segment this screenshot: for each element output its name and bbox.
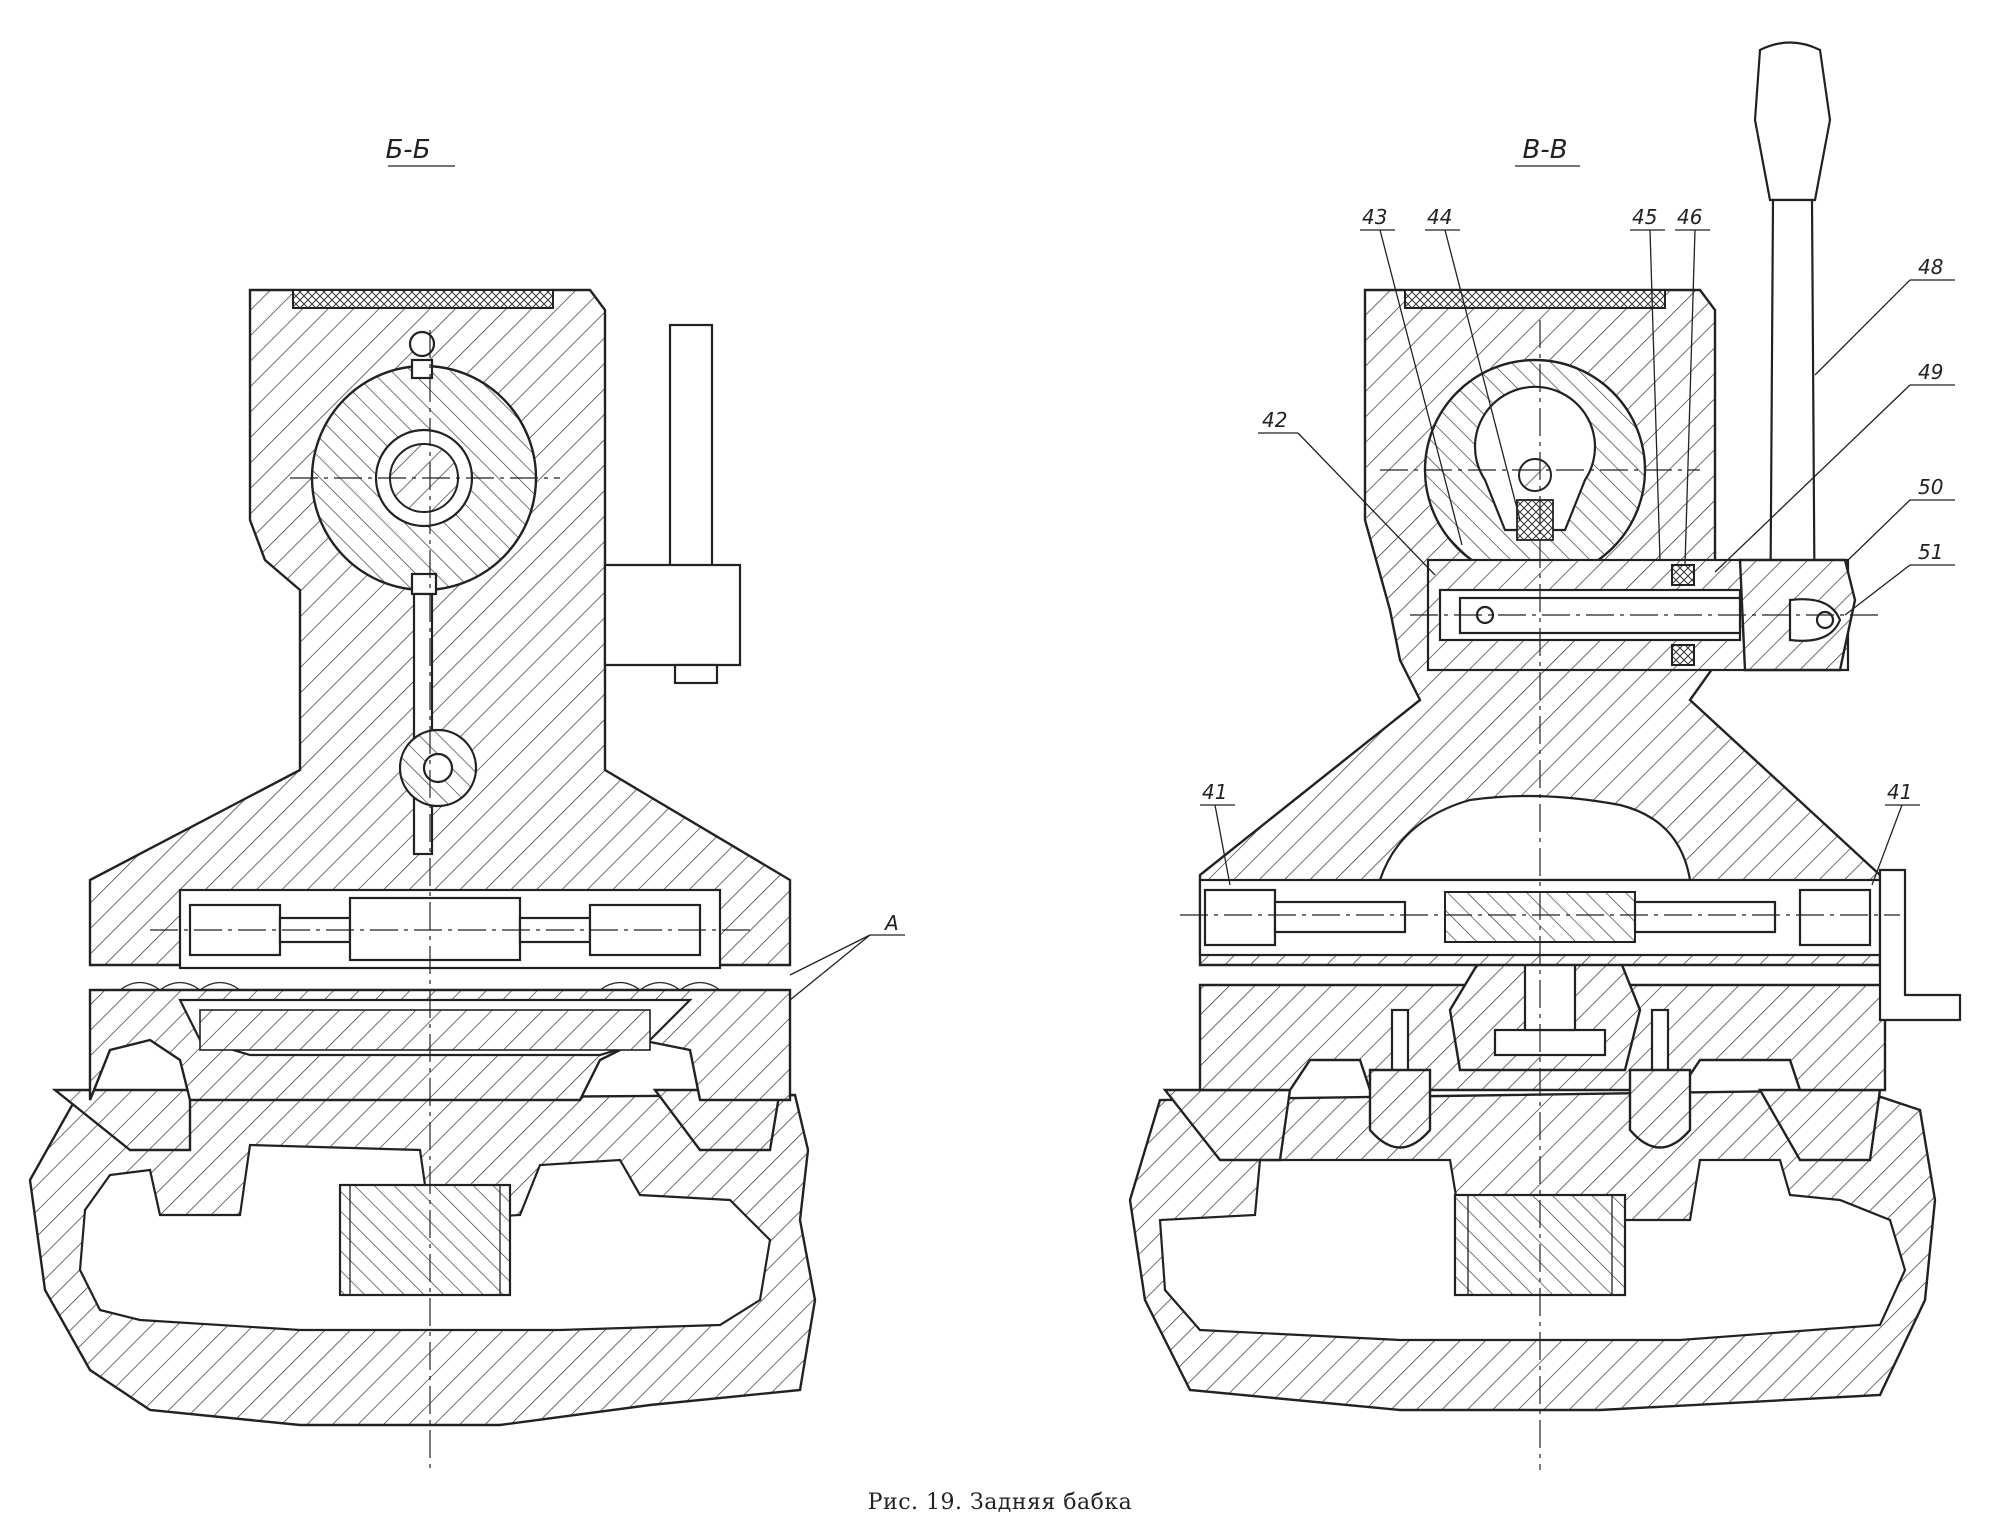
callout-51: 51 [1844,540,1955,616]
callout-41-right-label: 41 [1887,780,1912,804]
bed-way-left-a [51,1088,192,1152]
clamp-shaft-right-seg1 [1203,888,1277,947]
handle-cam-right [1788,598,1842,642]
clamp-shaft-right-seg5 [1798,888,1872,947]
quill-pin-right [1518,458,1552,492]
top-plug-body-left [410,358,434,380]
callout-41-left: 41 [1200,780,1235,886]
callout-45: 45 [1630,205,1665,561]
callout-a: А [789,911,905,1001]
quill-key-right [1516,499,1554,541]
tailstock-body-left [88,288,792,967]
side-lever-rod-left [668,323,714,582]
side-fitting-right [1878,868,1962,1022]
callout-42-label: 42 [1262,408,1287,432]
top-mesh-left [292,289,554,309]
callout-43-label: 43 [1362,205,1387,229]
side-lever-nut-left [673,663,719,685]
callout-46-label: 46 [1677,205,1702,229]
section-title-b-b: Б-Б [385,135,430,165]
callout-50: 50 [1844,475,1955,564]
callout-48: 48 [1814,255,1955,376]
callout-49: 49 [1714,360,1955,573]
callout-a-label: А [883,911,899,935]
clamp-shaft-right-seg2 [1273,900,1407,934]
figure-caption: Рис. 19. Задняя бабка [867,1490,1133,1515]
vertical-shaft-left [412,592,434,856]
callout-43: 43 [1360,205,1463,546]
stud-nut-left-right [1368,1068,1432,1149]
stud-nut-right-right [1628,1068,1692,1149]
clamp-ball-hub-left [422,752,454,784]
handle-pin-right [1815,610,1835,630]
section-b-b: Б-Б [28,135,905,1470]
callout-46: 46 [1675,205,1710,566]
callout-50-label: 50 [1918,475,1943,499]
handle-grip-right [1753,41,1832,202]
section-title-v-v: В-В [1522,135,1567,165]
callout-44: 44 [1425,205,1521,521]
clamp-stem-right [1523,958,1577,1032]
inner-cavity-right [1378,794,1692,882]
callout-45-label: 45 [1632,205,1657,229]
callout-41-right: 41 [1871,780,1920,886]
weld-beads-left [119,981,721,991]
seal-top-right [1671,564,1695,586]
seal-bottom-right [1671,644,1695,666]
top-oil-plug-left [408,330,436,358]
clamp-nut-right [1493,1028,1607,1057]
lead-screw-left [338,1183,512,1297]
clamp-plate-hatch-left [199,1009,651,1051]
callout-48-label: 48 [1918,255,1943,279]
section-v-v: В-В [1128,41,1962,1470]
callout-51-label: 51 [1918,540,1943,564]
side-lever-hub-left [603,563,742,667]
clamp-shaft-right-seg4 [1633,900,1777,934]
top-mesh-right [1404,289,1666,309]
callout-44-label: 44 [1427,205,1452,229]
callout-49-label: 49 [1918,360,1943,384]
callout-42: 42 [1258,408,1436,576]
quill-lock-pin-left [410,572,438,596]
callout-41-left-label: 41 [1202,780,1227,804]
clamp-shaft-left-seg3 [348,896,522,962]
